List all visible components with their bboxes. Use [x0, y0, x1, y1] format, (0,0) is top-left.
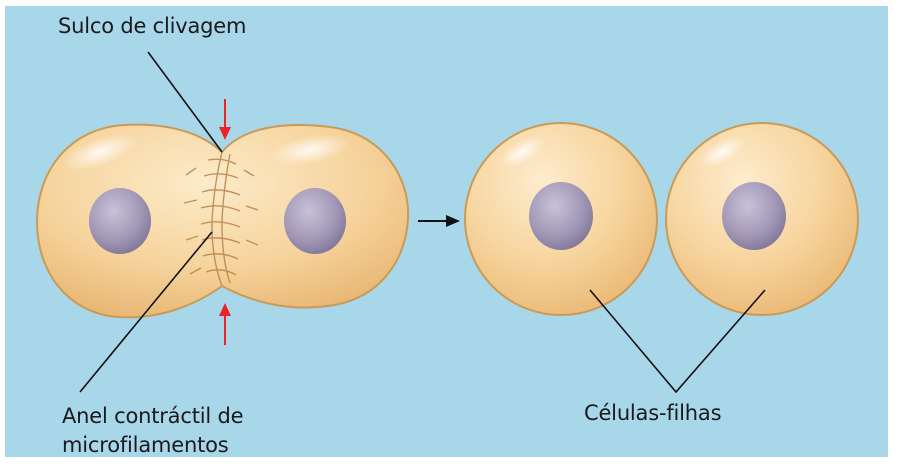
daughter-cell-right-nucleus	[722, 182, 786, 250]
daughter-cell-right	[666, 123, 858, 315]
contractile-ring-label-line2: microfilamentos	[62, 432, 229, 459]
daughter-cells-label: Células-filhas	[584, 400, 721, 427]
cleavage-furrow-label: Sulco de clivagem	[58, 13, 246, 40]
dividing-cell-nucleus-left	[89, 188, 151, 254]
daughter-cell-left	[465, 123, 657, 315]
dividing-cell-nucleus-right	[284, 188, 346, 254]
contractile-ring-label-line1: Anel contráctil de	[62, 403, 243, 430]
daughter-cell-left-nucleus	[529, 182, 593, 250]
